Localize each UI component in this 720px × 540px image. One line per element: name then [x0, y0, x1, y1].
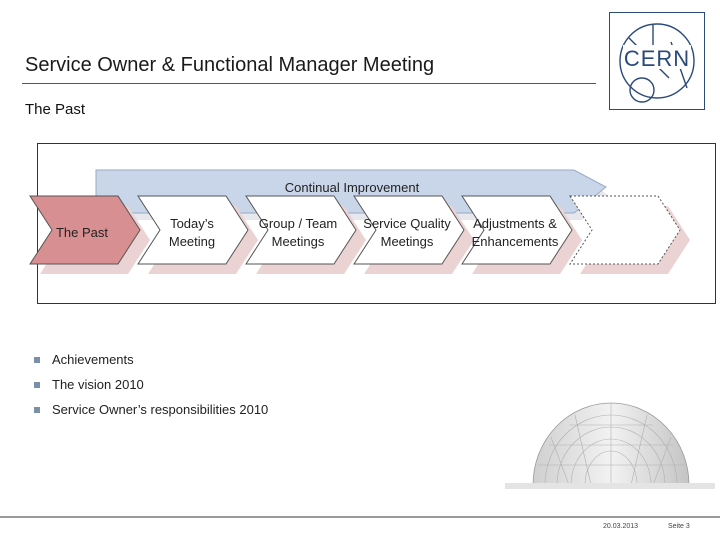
step-chevron-service-quality [353, 195, 465, 265]
step-label: The Past [56, 225, 108, 240]
cern-logo: CERN [609, 12, 705, 110]
banner-label: Continual Improvement [285, 180, 420, 195]
bullet-item: Achievements [34, 350, 268, 375]
bullet-item: The vision 2010 [34, 375, 268, 400]
step-label: Enhancements [472, 234, 559, 249]
step-chevron-empty [569, 195, 681, 265]
step-label: Meetings [272, 234, 325, 249]
step-label: Today’s [170, 216, 214, 231]
step-label: Meeting [169, 234, 215, 249]
globe-building-image [505, 402, 715, 489]
step-label: Service Quality [363, 216, 451, 231]
step-label: Adjustments & [473, 216, 557, 231]
step-chevron-the-past [29, 195, 141, 265]
bullet-marker [34, 357, 40, 363]
title-divider [22, 83, 596, 84]
step-chevron-adjustments [461, 195, 573, 265]
step-chevron-todays-meeting [137, 195, 249, 265]
footer-divider [0, 516, 720, 518]
slide-title: Service Owner & Functional Manager Meeti… [25, 54, 435, 76]
bullet-list: Achievements The vision 2010 Service Own… [34, 350, 268, 425]
step-label: Group / Team [259, 216, 338, 231]
bullet-marker [34, 382, 40, 388]
footer-page-number: Seite 3 [668, 523, 690, 530]
bullet-item: Service Owner’s responsibilities 2010 [34, 400, 268, 425]
step-label: Meetings [381, 234, 434, 249]
step-chevron-group-team [245, 195, 357, 265]
section-heading: The Past [25, 101, 86, 118]
logo-text: CERN [624, 46, 690, 71]
bullet-marker [34, 407, 40, 413]
footer-date: 20.03.2013 [603, 523, 639, 530]
